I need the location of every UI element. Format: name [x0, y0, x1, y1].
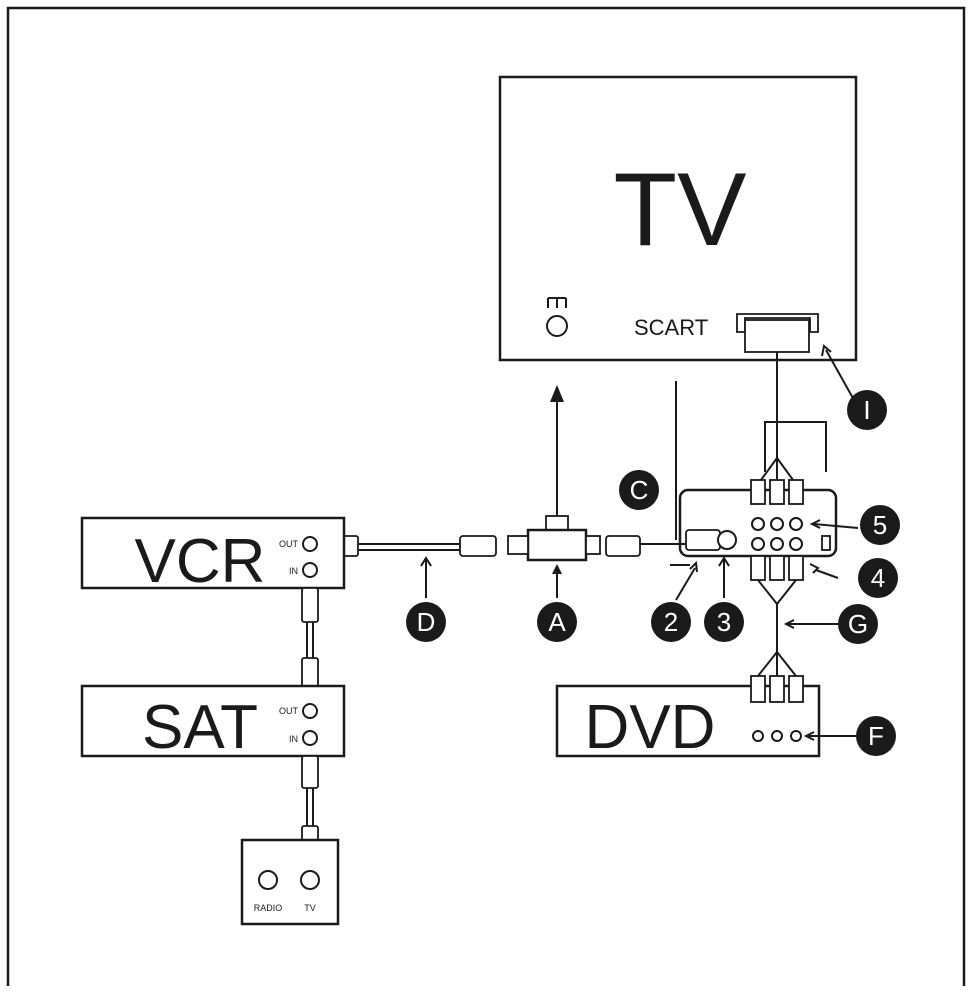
splitter-port [585, 535, 601, 555]
sat-label: SAT [142, 693, 258, 762]
radio-socket [258, 870, 278, 890]
plug [750, 555, 766, 581]
vcr-box [80, 516, 346, 590]
cable-g-bottom [757, 651, 797, 677]
jack [789, 517, 803, 531]
vcr-unit: VCR OUT IN [80, 516, 346, 596]
callout-a-label: A [548, 607, 566, 637]
scart-label: SCART [634, 315, 708, 340]
callout-5-label: 5 [873, 510, 887, 540]
callout-2: 2 [651, 602, 691, 642]
tv-label: TV [614, 152, 747, 268]
vcr-label: VCR [135, 527, 266, 596]
callout-5: 5 [860, 505, 900, 545]
jack [751, 537, 765, 551]
tv-socket [300, 870, 320, 890]
jack [790, 730, 802, 742]
sat-box [80, 684, 346, 758]
tv-antenna-socket [546, 315, 568, 337]
scart-plug [744, 319, 810, 353]
wall-socket-box [240, 838, 340, 926]
vcr-in-jack [302, 562, 318, 578]
callout-3-label: 3 [717, 607, 731, 637]
switch [821, 535, 831, 551]
vcr-out-jack [302, 536, 318, 552]
plug [769, 555, 785, 581]
sat-in-label: IN [289, 734, 298, 744]
scart-socket [736, 313, 819, 353]
av-adapter [675, 381, 838, 581]
coax-plug [685, 529, 721, 551]
coax-plug [605, 535, 641, 557]
jack [752, 730, 764, 742]
radio-label: RADIO [254, 903, 283, 913]
callout-g-label: G [848, 609, 868, 639]
jack [770, 517, 784, 531]
jack [770, 537, 784, 551]
vcr-out-label: OUT [279, 539, 299, 549]
wall-socket: RADIO TV [240, 838, 340, 926]
antenna-icon [547, 297, 567, 308]
plug [788, 675, 804, 703]
audio-jack [717, 530, 737, 550]
callout-c-label: C [630, 475, 649, 505]
tv-box [498, 75, 858, 362]
jack [771, 730, 783, 742]
coax-plug [301, 587, 319, 623]
callout-f-label: F [868, 721, 884, 751]
sat-out-label: OUT [279, 706, 299, 716]
callout-c: C [619, 470, 659, 510]
sat-out-jack [302, 703, 318, 719]
plug [769, 675, 785, 703]
callout-2-label: 2 [664, 607, 678, 637]
callout-arrows [420, 344, 859, 741]
coax-plug [459, 535, 497, 557]
vcr-in-label: IN [289, 566, 298, 576]
tv-socket-label: TV [304, 903, 316, 913]
splitter-port [507, 535, 529, 555]
splitter-a [507, 515, 601, 562]
splitter-body [526, 528, 588, 562]
plug [788, 479, 804, 505]
callout-3: 3 [704, 602, 744, 642]
dvd-unit: DVD [555, 675, 821, 762]
callout-a: A [537, 602, 577, 642]
callout-d: D [406, 602, 446, 642]
plug [769, 479, 785, 505]
coax-plug [301, 755, 319, 789]
jack [789, 537, 803, 551]
cable-g-top [757, 579, 797, 606]
callout-g: G [838, 604, 878, 644]
tv-unit: TV SCART [498, 75, 858, 362]
plug [750, 675, 766, 703]
callout-d-label: D [417, 607, 436, 637]
sat-in-jack [302, 730, 318, 746]
callout-4: 4 [858, 558, 898, 598]
callout-f: F [856, 716, 896, 756]
outer-frame [6, 6, 966, 986]
sat-unit: SAT OUT IN [80, 684, 346, 762]
callout-i: I [847, 390, 887, 430]
jack [751, 517, 765, 531]
plug [788, 555, 804, 581]
callout-4-label: 4 [871, 563, 885, 593]
arrow-to-tv-head [550, 385, 564, 402]
plug [750, 479, 766, 505]
dvd-label: DVD [585, 693, 716, 762]
callout-i-label: I [863, 395, 870, 425]
